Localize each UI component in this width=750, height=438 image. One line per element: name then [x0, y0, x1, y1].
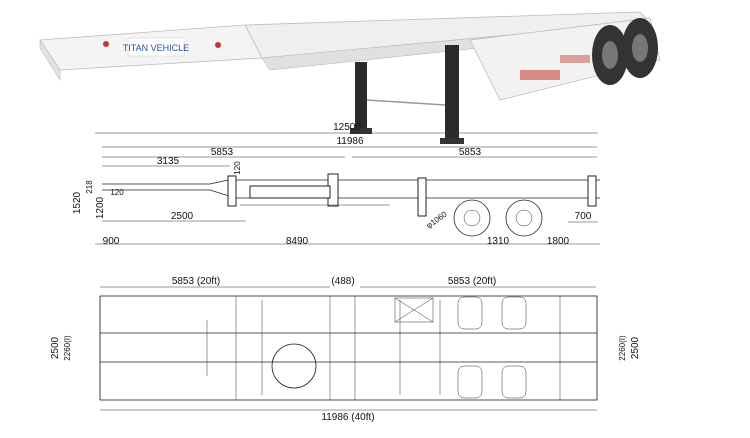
side-box	[249, 185, 331, 199]
top-tire-1	[457, 296, 483, 330]
side-landing-gear	[417, 177, 427, 217]
side-tire-1	[453, 199, 491, 237]
trailer-render: TITAN VEHICLE	[39, 11, 661, 144]
side-top-rail	[102, 179, 600, 185]
dim-front-20ft: 5853 (20ft)	[172, 276, 220, 287]
side-bottom-rail	[102, 189, 600, 199]
brand-text: TITAN VEHICLE	[123, 43, 189, 53]
dim-8490: 8490	[286, 236, 309, 247]
top-tire-4	[501, 365, 527, 399]
dim-5853-rear: 5853	[459, 147, 482, 158]
dim-tire: φ1060	[425, 209, 449, 230]
front-marker-light	[103, 41, 109, 47]
top-plate-diag-2	[394, 297, 434, 323]
leg-foot-right	[440, 138, 464, 144]
dim-rear-20ft: 5853 (20ft)	[448, 276, 496, 287]
dim-40ft: 11986 (40ft)	[321, 412, 374, 423]
rear-reflector	[520, 70, 560, 80]
leg-brace	[366, 99, 446, 106]
dim-right-2260: 2260(I)	[618, 335, 627, 361]
dim-2500: 2500	[171, 211, 194, 222]
dim-left-2260: 2260(I)	[63, 335, 72, 361]
top-plate	[394, 297, 434, 323]
brand-plate	[127, 37, 185, 57]
dim-120-top: 120	[233, 161, 242, 175]
landing-leg-left	[355, 62, 367, 132]
side-view: 12500 11986 5853 5853 3135 120 1520 218 …	[72, 122, 600, 247]
front-frame-side	[39, 39, 61, 82]
side-rear-bolster	[587, 175, 597, 207]
wheel-hub-1	[602, 41, 618, 69]
top-view: 5853 (20ft) (488) 5853 (20ft) 2500 226	[50, 276, 641, 423]
dim-120: 120	[110, 188, 124, 197]
dim-left-2500: 2500	[50, 336, 61, 359]
dim-1200: 1200	[95, 196, 106, 219]
top-tire-3	[457, 365, 483, 399]
dim-right-2500: 2500	[630, 336, 641, 359]
dim-3135: 3135	[157, 156, 180, 167]
front-marker-light-2	[215, 42, 221, 48]
dim-1800: 1800	[547, 236, 570, 247]
dim-900: 900	[103, 236, 120, 247]
dim-1520: 1520	[72, 191, 83, 214]
leg-foot-left	[350, 128, 372, 134]
wheel-hub-2	[632, 34, 648, 62]
side-tire-2	[505, 199, 543, 237]
dim-1310: 1310	[487, 236, 510, 247]
top-tire-2	[501, 296, 527, 330]
side-front-bolster	[227, 175, 237, 207]
rear-reflector-2	[560, 55, 590, 63]
side-hub-1	[463, 209, 481, 227]
landing-leg-right	[445, 45, 459, 140]
dim-700: 700	[575, 211, 592, 222]
top-landing-disc	[271, 343, 317, 389]
dim-488: (488)	[331, 276, 354, 287]
dim-11986: 11986	[336, 136, 364, 147]
top-frame-outline	[99, 295, 598, 401]
dim-218: 218	[85, 180, 94, 194]
dim-5853-front: 5853	[211, 147, 234, 158]
dim-12500: 12500	[333, 122, 361, 133]
side-hub-2	[515, 209, 533, 227]
